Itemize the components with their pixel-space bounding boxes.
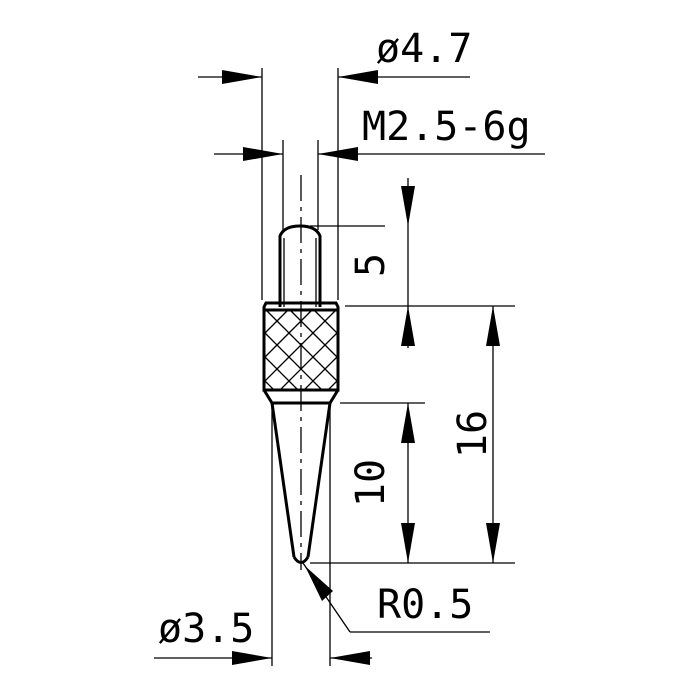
dimension-overall-length: 16 xyxy=(450,306,500,563)
extension-lines xyxy=(261,68,515,666)
top-diameter-label: ø4.7 xyxy=(376,26,472,72)
knurled-body xyxy=(262,301,340,392)
dimension-thread-length: 5 xyxy=(348,178,415,348)
knurl-pattern xyxy=(263,309,339,391)
overall-length-label: 16 xyxy=(450,410,496,458)
tip-radius-label: R0.5 xyxy=(377,582,473,628)
dimension-cone-length: 10 xyxy=(348,403,415,563)
dimension-bottom-diameter: ø3.5 xyxy=(154,606,372,665)
thread-stem xyxy=(278,224,322,307)
bottom-diameter-label: ø3.5 xyxy=(158,606,254,652)
cone-length-label: 10 xyxy=(348,459,394,507)
thread-label: M2.5-6g xyxy=(362,104,531,150)
dimension-top-diameter: ø4.7 xyxy=(198,26,472,84)
stylus-part xyxy=(262,175,340,570)
thread-length-label: 5 xyxy=(348,253,394,277)
dimension-tip-radius: R0.5 xyxy=(302,562,490,633)
dimension-thread: M2.5-6g xyxy=(214,104,545,161)
